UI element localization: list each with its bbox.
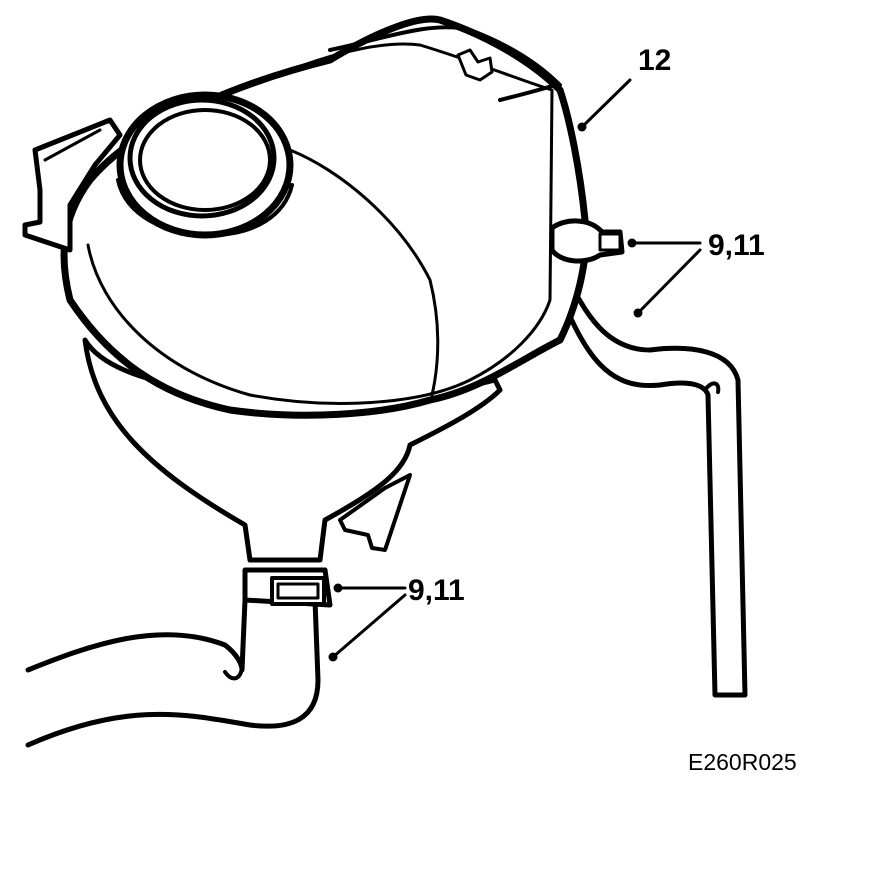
callout-lower-clamp-label: 9,11 [408,574,465,607]
leader-dot [627,238,637,248]
leader-lines [328,78,702,662]
leader-dot [633,308,643,318]
leader-dot [333,583,343,593]
filler-neck [116,91,294,239]
lower-hose-clamp [242,567,333,608]
callout-upper-clamp-label: 9,11 [708,229,765,262]
leader-dot [328,652,338,662]
figure-reference: E260R025 [688,749,797,775]
leader-dot [577,122,587,132]
upper-hose-clamp [549,218,625,264]
lower-hose [25,597,321,748]
upper-hose [552,257,748,698]
expansion-tank [22,15,590,419]
callout-tank-label: 12 [638,44,671,77]
